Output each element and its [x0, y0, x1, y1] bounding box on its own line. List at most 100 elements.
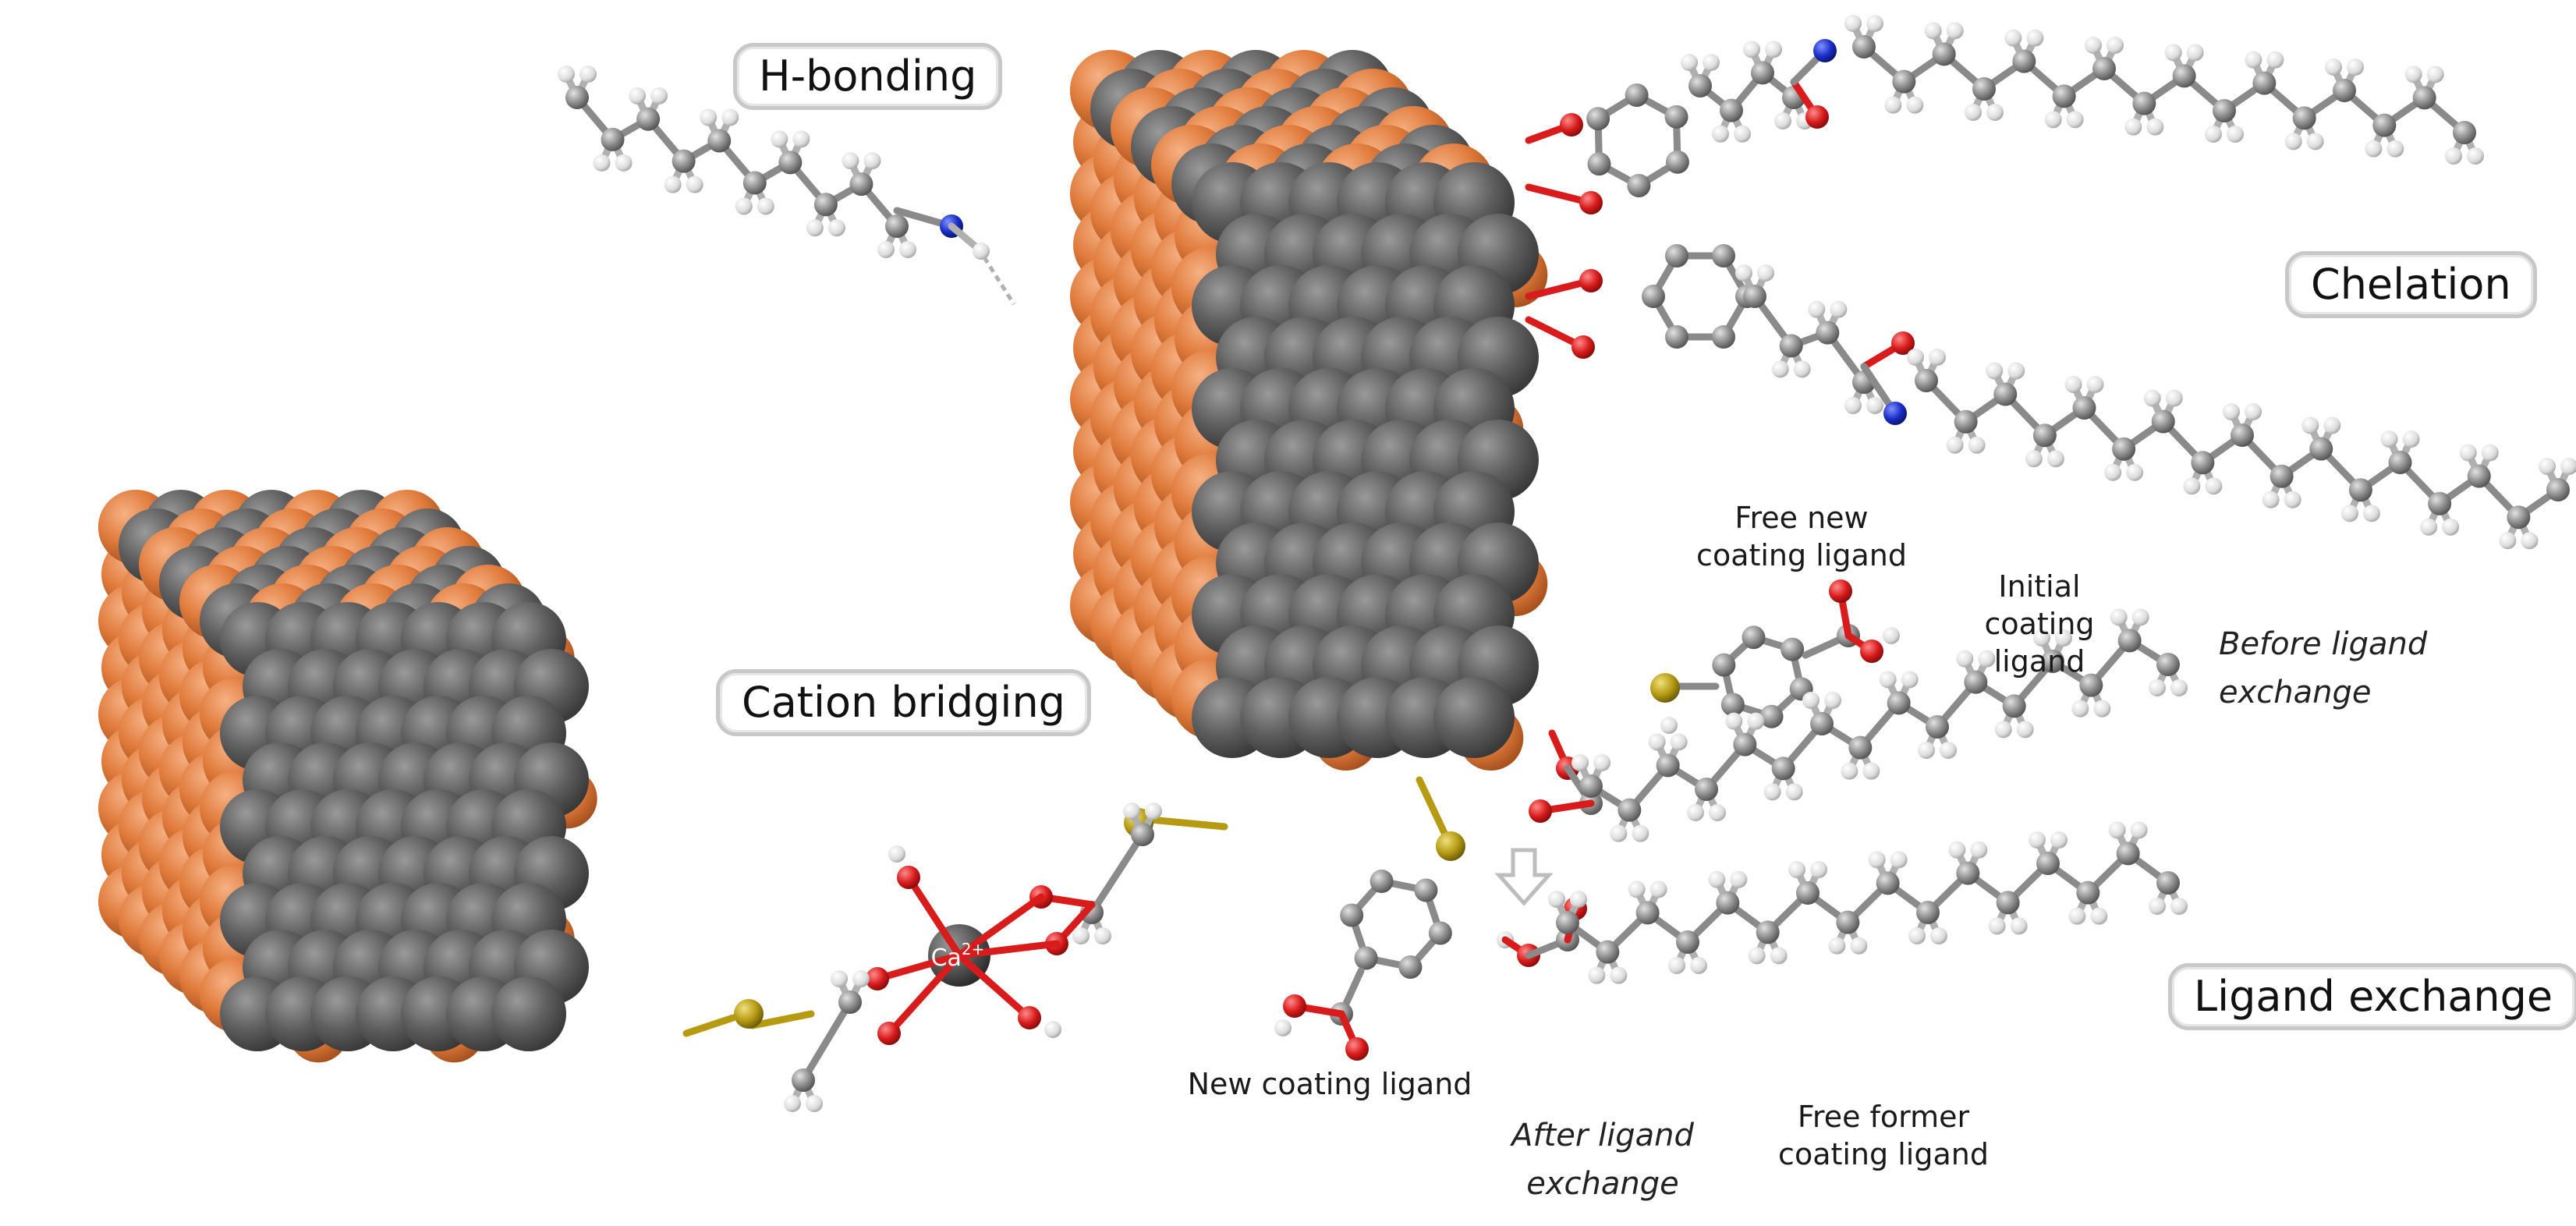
hydrogen-atom [792, 130, 810, 148]
hydrogen-atom [1044, 1021, 1061, 1038]
hydrogen-atom [973, 243, 990, 260]
hydrogen-atom [1660, 717, 1678, 734]
hydrogen-atom [1808, 300, 1826, 318]
hydrogen-atom [1929, 349, 1946, 366]
carbon-atom [2348, 478, 2372, 502]
bond [799, 998, 854, 1084]
hydrogen-atom [2130, 821, 2148, 839]
hydrogen-atom [2404, 66, 2422, 83]
hydrogen-atom [1593, 754, 1610, 771]
hydrogen-atom [629, 87, 647, 105]
carbon-atom [1876, 871, 1900, 895]
carbon-atom [813, 193, 838, 217]
carbon-atom [2076, 881, 2100, 905]
hydrogen-atom [2007, 362, 2025, 380]
hydrogen-atom [1890, 851, 1908, 869]
hydrogen-atom [2539, 458, 2556, 475]
carbon-atom [2507, 505, 2531, 530]
hydrogen-atom [2245, 403, 2262, 420]
hydrogen-atom [806, 219, 824, 237]
hydrogen-atom [2146, 118, 2164, 136]
hydrogen-atom [2066, 111, 2084, 129]
hydrogen-atom [615, 154, 632, 172]
hydrogen-atom [686, 175, 703, 193]
carbon-atom [2333, 79, 2356, 102]
hydrogen-atom [1908, 927, 1926, 944]
hydrogen-atom [831, 970, 848, 987]
hydrogen-atom [2164, 44, 2182, 62]
hydrogen-atom [2071, 700, 2089, 718]
hydrogen-atom [721, 108, 739, 126]
carbon-atom [1712, 324, 1735, 349]
hydrogen-atom [1690, 957, 1707, 974]
hydrogen-atom [2110, 608, 2128, 626]
carbon-atom [1796, 881, 1819, 905]
oxygen-atom [1829, 579, 1852, 603]
carbon-atom [1556, 911, 1579, 934]
carbon-atom [1656, 753, 1680, 778]
hydrogen-atom [1610, 966, 1628, 984]
hydrogen-atom [650, 87, 668, 105]
carbon-atom [2252, 71, 2277, 95]
hydrogen-atom [1970, 841, 1988, 859]
carbon-atom [1848, 735, 1873, 760]
hydrogen-atom [1668, 957, 1685, 974]
hydrogen-atom [1956, 650, 1974, 668]
cation-bridging-label: Cation bridging [716, 669, 1091, 736]
carbon-atom [2041, 650, 2064, 673]
carbon-atom [2079, 673, 2103, 697]
hydrogen-atom [1906, 96, 1924, 114]
hydrogen-atom [1681, 54, 1698, 71]
bond [1139, 815, 1228, 831]
carbon-atom [1642, 285, 1665, 308]
nanoparticle-right [1070, 50, 1548, 771]
hydrogen-atom [2467, 147, 2484, 165]
carbon-atom [2132, 91, 2156, 115]
hydrogen-atom [1986, 362, 2004, 380]
bond [955, 940, 1061, 959]
hydrogen-atom [1824, 692, 1841, 709]
carbon-atom [2156, 871, 2180, 895]
hydrogen-atom [558, 66, 575, 83]
bond [885, 951, 963, 1037]
carbon-atom [2117, 629, 2142, 653]
carbon-atom [1340, 903, 1364, 927]
hydrogen-atom [2521, 532, 2539, 550]
carbon-atom [1635, 901, 1660, 925]
carbon-atom [2191, 451, 2215, 475]
sulfur-atom [734, 999, 764, 1029]
hydrogen-atom [1757, 264, 1774, 282]
carbon-atom [1369, 870, 1394, 894]
hydrogen-atom [1940, 742, 1957, 759]
hydrogen-atom [1765, 41, 1782, 58]
hydrogen-atom [888, 845, 905, 863]
hydrogen-atom [2044, 111, 2062, 129]
hydrogen-atom [1788, 861, 1805, 878]
carbon-atom [1618, 798, 1642, 822]
carbon-atom [1695, 778, 1718, 801]
hydrogen-atom [1828, 937, 1846, 955]
carbon-atom [707, 129, 732, 153]
hydrogen-atom [1770, 947, 1788, 965]
hydrogen-atom [1968, 436, 1986, 454]
bond [1088, 831, 1146, 916]
hydrogen-atom [2026, 29, 2044, 47]
carbon-atom [2012, 49, 2036, 73]
hydrogen-atom [1850, 937, 1868, 955]
calcium-ion-label: Ca2+ [931, 940, 985, 972]
carbon-atom [1932, 42, 1956, 66]
carbon-atom [1751, 61, 1774, 85]
carbon-atom [2151, 409, 2175, 434]
carbon-atom [1743, 285, 1766, 308]
hydrogen-atom [1734, 125, 1751, 143]
carbon-atom [2036, 852, 2060, 875]
hydrogen-atom [2365, 140, 2383, 158]
hydrogen-atom [2107, 37, 2124, 54]
hydrogen-atom [1868, 851, 1886, 869]
new-coating-ligand-label: New coating ligand [1187, 1067, 1472, 1101]
carbon-atom [1892, 69, 1916, 94]
hydrogen-atom [2064, 376, 2082, 393]
carbon-atom [1665, 150, 1689, 174]
